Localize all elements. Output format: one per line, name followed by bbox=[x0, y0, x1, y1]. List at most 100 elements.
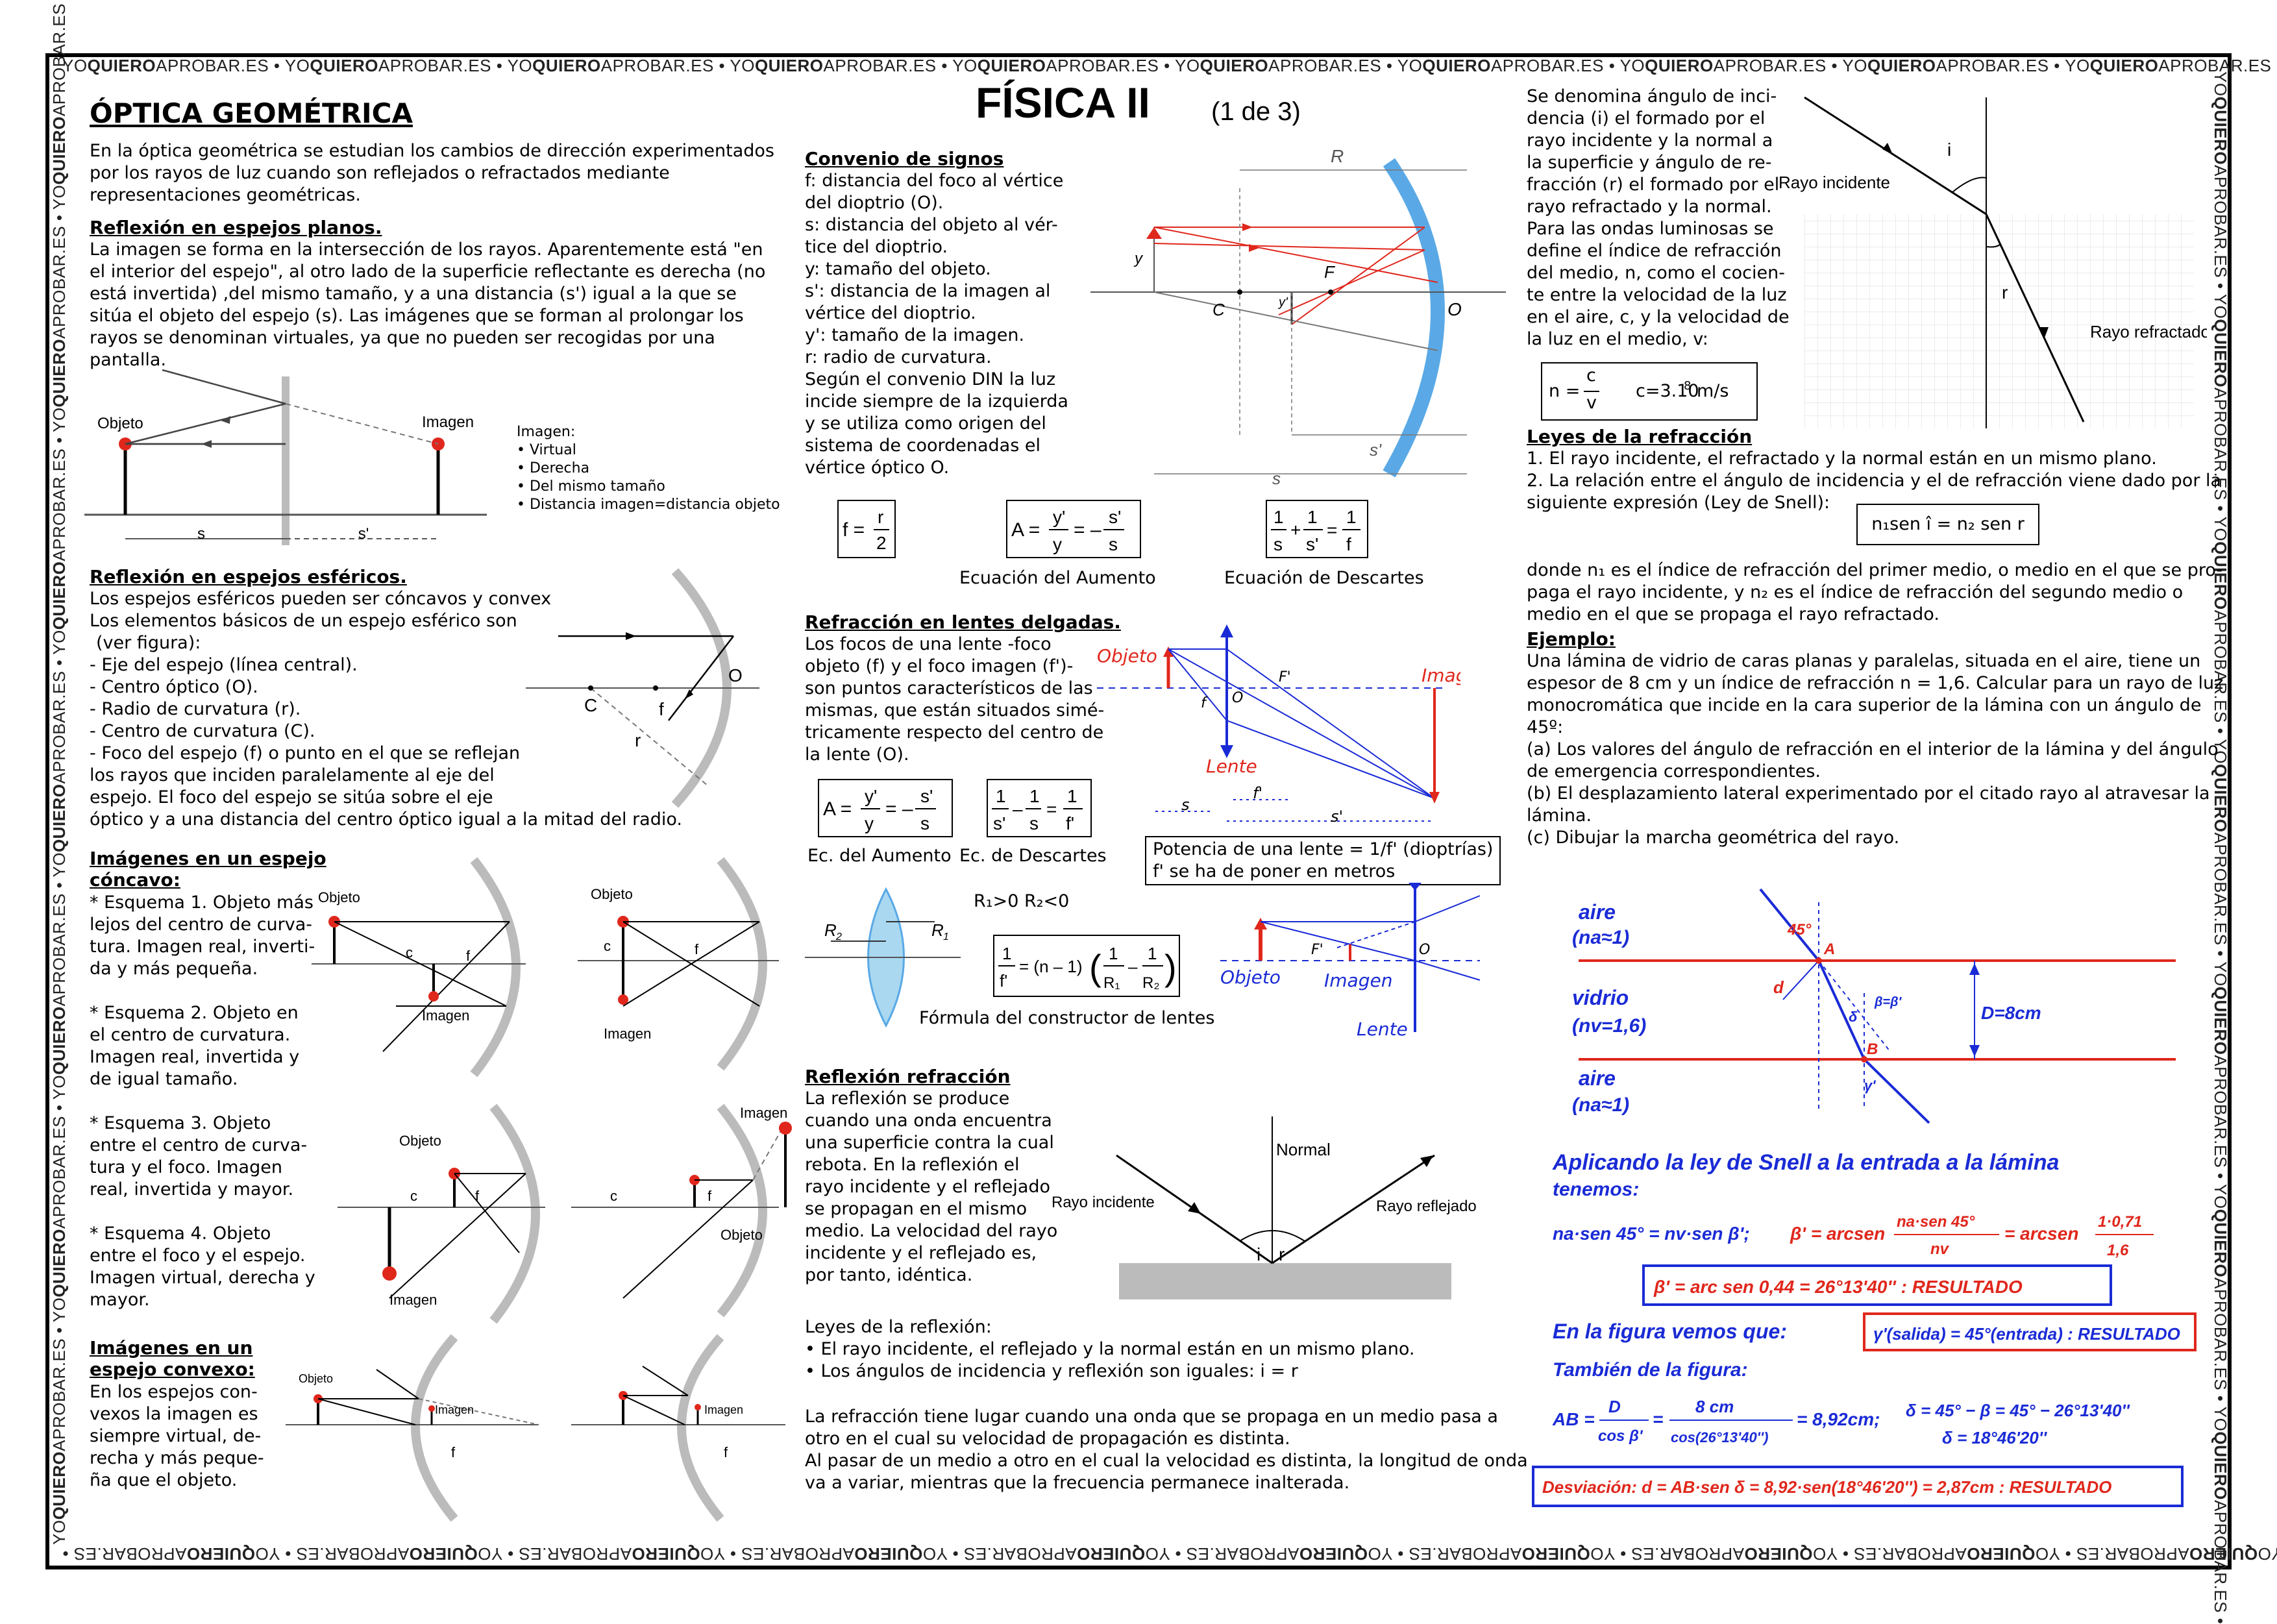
refl-heading: Reflexión refracción bbox=[805, 1066, 1011, 1087]
imagen-list-item: • Virtual bbox=[517, 442, 576, 458]
svg-text:aire: aire bbox=[1579, 1066, 1616, 1090]
page-title: FÍSICA II bbox=[976, 79, 1150, 127]
svg-text:nv: nv bbox=[1930, 1240, 1950, 1258]
svg-text:= –: = – bbox=[1074, 519, 1102, 541]
refraccion-text: La refracción tiene lugar cuando una ond… bbox=[805, 1407, 1528, 1493]
imagen-list-item: • Derecha bbox=[517, 460, 590, 476]
lens-descartes-equation: 1s' – 1s = 1f' bbox=[987, 779, 1092, 837]
diverging-lens-figure: Objeto Imagen Lente F' O bbox=[1220, 883, 1481, 1040]
svg-text:γ'(salida) = 45°(entrada) : RE: γ'(salida) = 45°(entrada) : RESULTADO bbox=[1873, 1324, 2180, 1344]
svg-text:s: s bbox=[1181, 796, 1190, 814]
fig1-objeto-label: Objeto bbox=[97, 415, 143, 432]
svg-text:Lente: Lente bbox=[1357, 1018, 1408, 1040]
thin-lens-figure: Objeto Imagen Lente f O F' s s' f' bbox=[1097, 624, 1460, 826]
svg-text:1: 1 bbox=[1148, 944, 1157, 963]
svg-text:y: y bbox=[1053, 534, 1062, 554]
potencia-box: Potencia de una lente = 1/f' (dioptrías)… bbox=[1145, 836, 1501, 885]
svg-text:f: f bbox=[1346, 534, 1351, 554]
svg-text:1: 1 bbox=[1274, 507, 1284, 527]
svg-text:Rayo incidente: Rayo incidente bbox=[1779, 173, 1890, 192]
scheme-1-figure: Objeto Imagen c f bbox=[312, 857, 526, 1077]
intro-text: En la óptica geométrica se estudian los … bbox=[90, 141, 774, 205]
svg-text:i: i bbox=[1947, 140, 1951, 160]
watermark-top: YOQUIEROAPROBAR.ES • YOQUIEROAPROBAR.ES … bbox=[62, 56, 2277, 75]
svg-text:A =: A = bbox=[823, 798, 852, 820]
svg-text:1: 1 bbox=[1002, 944, 1011, 963]
svg-text:r: r bbox=[2002, 282, 2008, 302]
svg-text:r: r bbox=[1279, 1244, 1285, 1264]
svg-text:(nv=1,6): (nv=1,6) bbox=[1572, 1015, 1646, 1037]
svg-text:=: = bbox=[1653, 1409, 1663, 1429]
svg-text:β' = arcsen: β' = arcsen bbox=[1790, 1224, 1885, 1244]
svg-text:Aplicando la ley de Snell a la: Aplicando la ley de Snell a la entrada a… bbox=[1552, 1150, 2059, 1175]
svg-text:na·sen 45° = nv·sen β';: na·sen 45° = nv·sen β'; bbox=[1553, 1224, 1750, 1244]
svg-text:Normal: Normal bbox=[1276, 1140, 1331, 1159]
svg-text:Imagen: Imagen bbox=[435, 1403, 474, 1416]
svg-text:=: = bbox=[1327, 520, 1337, 540]
svg-text:y': y' bbox=[1053, 507, 1065, 527]
svg-text:y': y' bbox=[1277, 295, 1288, 310]
svg-text:f': f' bbox=[1066, 813, 1074, 833]
svg-text:Imagen: Imagen bbox=[422, 1007, 469, 1024]
svg-text:8 cm: 8 cm bbox=[1695, 1397, 1734, 1416]
svg-text:aire: aire bbox=[1579, 900, 1616, 924]
svg-text:1·0,71: 1·0,71 bbox=[2098, 1213, 2142, 1231]
svg-text:r: r bbox=[878, 507, 883, 527]
svg-text:O: O bbox=[1447, 299, 1462, 319]
svg-text:vidrio: vidrio bbox=[1572, 986, 1629, 1009]
svg-text:1: 1 bbox=[1109, 944, 1118, 963]
svg-text:= arcsen: = arcsen bbox=[2004, 1224, 2078, 1244]
descartes-equation: 1s + 1s' = 1f bbox=[1266, 500, 1368, 558]
svg-text:d: d bbox=[1773, 978, 1784, 997]
svg-text:c: c bbox=[604, 938, 611, 954]
eq-descartes-label: Ecuación de Descartes bbox=[1224, 568, 1424, 588]
svg-text:+: + bbox=[1290, 520, 1301, 540]
svg-text:Imagen: Imagen bbox=[704, 1403, 743, 1416]
svg-text:s: s bbox=[1109, 534, 1118, 554]
svg-text:O: O bbox=[1232, 690, 1243, 706]
watermark-left: YOQUIEROAPROBAR.ES • YOQUIEROAPROBAR.ES … bbox=[49, 0, 69, 1545]
svg-text:Rayo reflejado: Rayo reflejado bbox=[1376, 1198, 1477, 1215]
svg-text:): ) bbox=[1164, 947, 1177, 988]
svg-text:s': s' bbox=[1331, 807, 1343, 826]
svg-text:Objeto: Objeto bbox=[318, 889, 360, 905]
svg-text:Desviación: d = AB·sen δ = 8,9: Desviación: d = AB·sen δ = 8,92·sen(18°4… bbox=[1542, 1477, 2111, 1497]
svg-text:s: s bbox=[1272, 469, 1281, 487]
svg-text:(na≈1): (na≈1) bbox=[1572, 927, 1629, 948]
ejemplo-text: Una lámina de vidrio de caras planas y p… bbox=[1527, 651, 2224, 848]
svg-text:A: A bbox=[1823, 941, 1835, 958]
svg-text:f': f' bbox=[1253, 784, 1262, 802]
svg-text:γ': γ' bbox=[1864, 1077, 1876, 1094]
svg-text:Objeto: Objeto bbox=[720, 1227, 763, 1243]
esf-text: Los espejos esféricos pueden ser cóncavo… bbox=[90, 589, 682, 830]
index-formula-box: n = c v c=3.10 8 m/s bbox=[1541, 362, 1758, 421]
svg-text:1: 1 bbox=[1307, 507, 1318, 527]
svg-text:Objeto: Objeto bbox=[399, 1133, 441, 1149]
svg-text:cos(26°13'40''): cos(26°13'40'') bbox=[1671, 1429, 1768, 1446]
svg-text:tenemos:: tenemos: bbox=[1553, 1179, 1639, 1200]
focal-equation: f = r 2 bbox=[837, 500, 896, 558]
svg-text:c: c bbox=[610, 1188, 617, 1204]
snell-formula: n₁sen î = n₂ sen r bbox=[1856, 504, 2039, 545]
svg-text:s': s' bbox=[1109, 507, 1121, 527]
svg-text:Objeto: Objeto bbox=[591, 886, 633, 902]
planos-text: La imagen se forma en la intersección de… bbox=[90, 240, 766, 370]
svg-text:F: F bbox=[1324, 262, 1336, 282]
svg-text:f': f' bbox=[1000, 971, 1007, 990]
svg-text:En la figura vemos que:: En la figura vemos que: bbox=[1553, 1320, 1787, 1343]
fig1-s2-label: s' bbox=[358, 525, 369, 543]
svg-text:Objeto: Objeto bbox=[1097, 645, 1157, 667]
svg-text:1: 1 bbox=[943, 931, 949, 942]
lens-magnification-equation: A = y'y = – s's bbox=[818, 779, 953, 837]
svg-text:f: f bbox=[708, 1188, 712, 1204]
scheme-2-figure: Objeto Imagen c f bbox=[578, 857, 779, 1071]
svg-text:C: C bbox=[1212, 300, 1225, 319]
ec-descartes-label: Ec. de Descartes bbox=[959, 846, 1107, 866]
imagen-list-title: Imagen: bbox=[517, 424, 576, 440]
svg-text:f: f bbox=[466, 948, 471, 964]
svg-text:–: – bbox=[1013, 799, 1023, 819]
section-title: ÓPTICA GEOMÉTRICA bbox=[90, 97, 413, 129]
